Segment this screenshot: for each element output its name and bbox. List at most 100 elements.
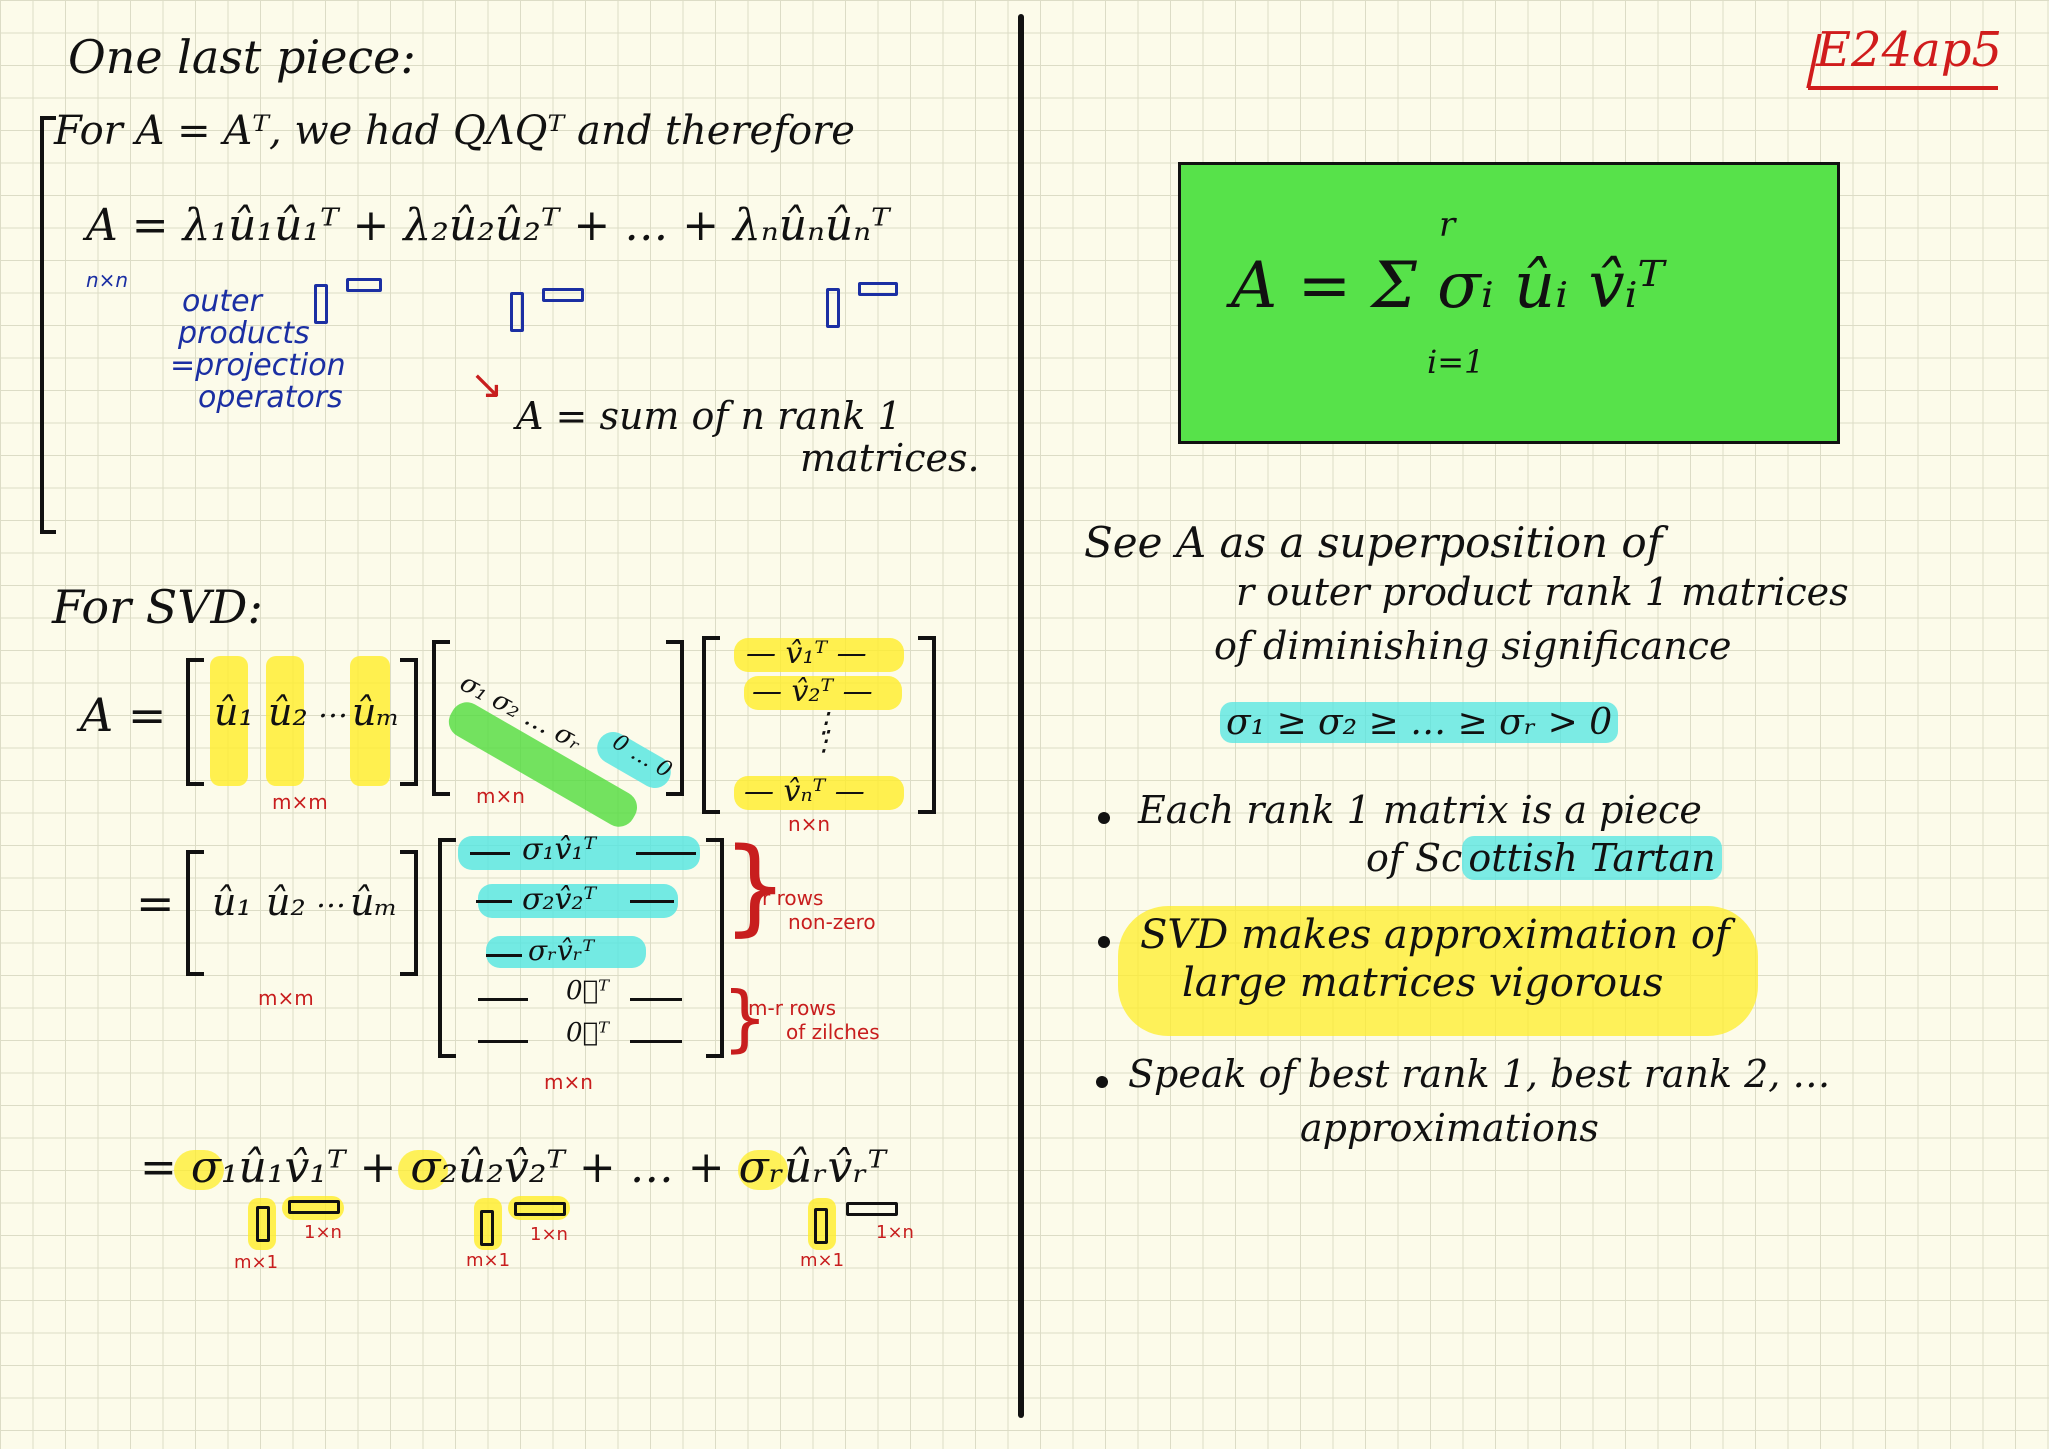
- VT-row-v1: — v̂₁ᵀ —: [746, 636, 867, 671]
- SigmaVT-left-bracket: [438, 838, 456, 1058]
- final-sum: = σ₁û₁v̂₁ᵀ + σ₂û₂v̂₂ᵀ + … + σᵣûᵣv̂ᵣᵀ: [140, 1142, 887, 1193]
- sigma-ordering: σ₁ ≥ σ₂ ≥ … ≥ σᵣ > 0: [1220, 702, 1619, 743]
- row-dash: [486, 954, 522, 957]
- heading-one-last-piece: One last piece:: [68, 30, 416, 84]
- dim-mxm-label: m×m: [272, 790, 328, 814]
- eq2-equals: =: [136, 876, 175, 930]
- dim-nxn-v-label: n×n: [788, 812, 831, 836]
- row-dash: [630, 998, 682, 1001]
- boxed-formula: A = Σ σᵢ ûᵢ v̂ᵢᵀ: [1231, 249, 1665, 323]
- U2-col-u2: û₂: [266, 880, 306, 924]
- U2-col-um: ûₘ: [350, 880, 398, 924]
- row-vector-shape: [514, 1202, 566, 1216]
- bullet-2-line1: SVD makes approximation of: [1140, 912, 1730, 958]
- VT-row-v2: — v̂₂ᵀ —: [752, 674, 873, 709]
- u2-highlight: [266, 656, 304, 786]
- U2-left-bracket: [186, 850, 204, 976]
- sigma2-highlight: [398, 1150, 448, 1190]
- row-sigmar-vr: σᵣv̂ᵣᵀ: [528, 934, 595, 967]
- mr-rows-label: m-r rows of zilches: [748, 996, 880, 1044]
- dim-mx1-label: m×1: [800, 1250, 845, 1271]
- r-rows-label: r rows non-zero: [762, 886, 876, 934]
- row-dash: [476, 900, 512, 903]
- outer-note-line: products: [178, 316, 310, 351]
- r-rows-line: non-zero: [788, 910, 876, 934]
- outer-products-note: outer products =projection operators: [170, 286, 346, 414]
- v2-row-highlight: [744, 676, 902, 710]
- page-tag: E24ap5: [1816, 22, 2002, 78]
- dim-mxm-label-2: m×m: [258, 986, 314, 1010]
- U2-col-u1: û₁: [212, 880, 252, 924]
- row-vector-shape: [858, 282, 898, 296]
- bullet-dot: [1098, 812, 1110, 824]
- v-row-highlight: [508, 1196, 570, 1220]
- page-tag-underline: [1808, 86, 1998, 90]
- outer-note-line: outer: [182, 284, 262, 319]
- U-col-u2: û₂: [268, 690, 308, 734]
- row-dash: [470, 852, 510, 855]
- mr-rows-line: of zilches: [786, 1020, 880, 1044]
- see-line-3: of diminishing significance: [1214, 624, 1732, 668]
- U2-dots: …: [316, 880, 346, 915]
- dim-1xn-label: 1×n: [876, 1222, 914, 1243]
- bullet-2-line2: large matrices vigorous: [1182, 960, 1664, 1006]
- VT-vertical-dots: ⋮⋮: [810, 706, 838, 757]
- row-vector-shape: [346, 278, 382, 292]
- sigma1-highlight: [174, 1150, 224, 1190]
- U-dots: …: [318, 690, 348, 725]
- bullet-1-line2-highlight: ottish Tartan: [1462, 836, 1722, 880]
- bullet-1-line2-pre: of Sc: [1366, 836, 1463, 880]
- sum-upper-limit: r: [1439, 205, 1456, 245]
- row-zero-1: 0⃗ᵀ: [566, 976, 610, 1006]
- sum-note-line1: A = sum of n rank 1: [516, 394, 902, 438]
- rowr-highlight: [486, 936, 646, 968]
- bullet-2-highlight: [1118, 906, 1758, 1036]
- column-vector-shape: [256, 1206, 270, 1242]
- row-sigma2-v2: σ₂v̂₂ᵀ: [522, 882, 597, 917]
- row-zero-2: 0⃗ᵀ: [566, 1018, 610, 1048]
- row-vector-shape: [542, 288, 584, 302]
- r-rows-brace: }: [722, 825, 789, 947]
- bullet-3-line1: Speak of best rank 1, best rank 2, …: [1128, 1052, 1831, 1096]
- row-vector-shape: [288, 1200, 340, 1214]
- svd-A-equals: A =: [80, 688, 167, 742]
- bullet-dot: [1096, 1076, 1108, 1088]
- see-line-1: See A as a superposition of: [1084, 518, 1663, 567]
- column-vector-shape: [826, 288, 840, 328]
- row-dash: [636, 852, 696, 855]
- row-dash: [630, 900, 674, 903]
- note-bracket: [40, 116, 56, 534]
- row-sigma1-v1: σ₁v̂₁ᵀ: [522, 832, 597, 867]
- mr-rows-line: m-r rows: [748, 996, 837, 1020]
- row-dash: [478, 1040, 528, 1043]
- row-dash: [478, 998, 528, 1001]
- dim-mx1-label: m×1: [234, 1252, 279, 1273]
- svd-boxed-formula: A = Σ σᵢ ûᵢ v̂ᵢᵀ r i=1: [1178, 162, 1840, 444]
- bullet-3-line2: approximations: [1300, 1106, 1599, 1150]
- Sigma-left-bracket: [432, 640, 450, 796]
- dim-1xn-label: 1×n: [530, 1224, 568, 1245]
- U-right-bracket: [400, 658, 418, 786]
- symmetric-expansion: A = λ₁û₁û₁ᵀ + λ₂û₂û₂ᵀ + … + λₙûₙûₙᵀ: [86, 200, 890, 251]
- dim-mxn-label: m×n: [476, 784, 525, 808]
- um-highlight: [350, 656, 390, 786]
- column-vector-shape: [510, 292, 524, 332]
- row-dash: [630, 1040, 682, 1043]
- u-col-highlight: [474, 1198, 502, 1250]
- bullet-dot: [1098, 936, 1110, 948]
- column-vector-shape: [314, 284, 328, 324]
- VT-row-vn: — v̂ₙᵀ —: [744, 774, 865, 809]
- u1-highlight: [210, 656, 248, 786]
- U-col-um: ûₘ: [352, 690, 400, 734]
- v1-row-highlight: [734, 638, 904, 672]
- dim-nxn-label: n×n: [86, 268, 129, 292]
- mr-rows-brace: }: [722, 976, 768, 1060]
- U-col-u1: û₁: [214, 690, 254, 734]
- U2-right-bracket: [400, 850, 418, 976]
- VT-left-bracket: [702, 636, 720, 814]
- sigmar-highlight: [738, 1150, 788, 1190]
- column-vector-shape: [480, 1210, 494, 1246]
- column-vector-shape: [814, 1208, 828, 1244]
- row-vector-shape: [846, 1202, 898, 1216]
